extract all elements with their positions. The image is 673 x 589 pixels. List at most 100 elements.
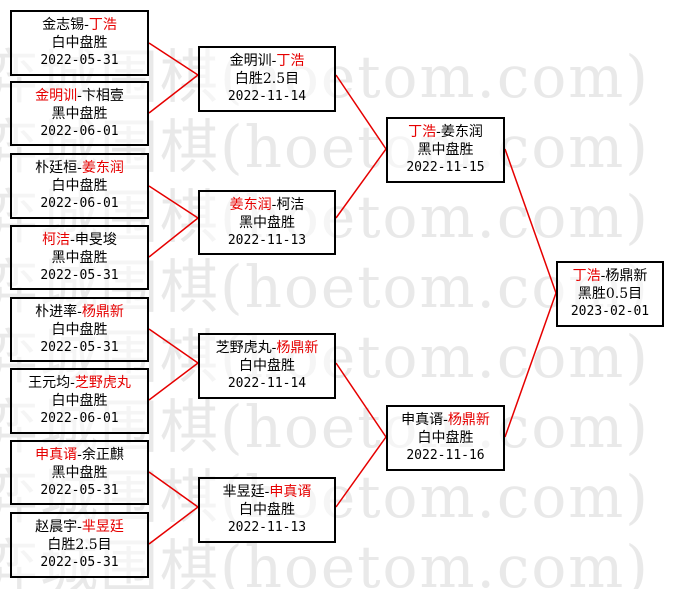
match-date: 2022-06-01 <box>40 411 119 426</box>
player-one: 金明训 <box>35 87 78 104</box>
player-one: 朴廷桓 <box>35 160 78 176</box>
match-box: 柯洁-申旻埈 黑中盘胜 2022-05-31 <box>10 225 149 290</box>
player-one: 朴进率 <box>35 303 78 320</box>
match-box: 朴进率-杨鼎新 白中盘胜 2022-05-31 <box>10 297 149 362</box>
player-two: 芝野虎丸 <box>74 375 131 391</box>
player-one: 姜东润 <box>229 196 272 213</box>
match-players: 金志锡-丁浩 <box>42 17 117 33</box>
match-players: 赵晨宇-芈昱廷 <box>35 519 124 535</box>
match-result: 白中盘胜 <box>239 358 295 374</box>
match-players: 朴廷桓-姜东润 <box>35 160 124 176</box>
player-one: 金明训 <box>229 53 272 69</box>
match-result: 黑中盘胜 <box>417 142 474 158</box>
match-date: 2022-05-31 <box>40 482 119 498</box>
connector-line <box>148 74 199 114</box>
match-players: 王元均-芝野虎丸 <box>28 375 131 391</box>
match-date: 2022-05-31 <box>40 339 119 355</box>
match-date: 2022-05-31 <box>40 53 119 68</box>
match-date: 2022-11-13 <box>227 520 307 535</box>
match-players: 申真谞-杨鼎新 <box>401 412 490 428</box>
match-players: 姜东润-柯洁 <box>229 196 305 213</box>
player-one: 金志锡 <box>42 17 85 33</box>
player-two: 余正麒 <box>81 446 124 463</box>
connector-line <box>148 506 199 545</box>
player-two: 丁浩 <box>88 17 117 33</box>
connector-line <box>504 292 557 438</box>
player-two: 杨鼎新 <box>81 303 124 320</box>
player-two: 申真谞 <box>269 484 312 500</box>
match-players: 金明训-丁浩 <box>229 53 305 69</box>
player-one: 芈昱廷 <box>222 484 265 500</box>
match-date: 2022-11-14 <box>227 376 307 391</box>
match-players: 丁浩-姜东润 <box>408 124 483 140</box>
match-date: 2022-05-31 <box>40 267 119 283</box>
match-box: 王元均-芝野虎丸 白中盘胜 2022-06-01 <box>10 368 149 434</box>
connector-line <box>148 42 199 76</box>
connector-line <box>504 148 557 294</box>
match-result: 白中盘胜 <box>417 430 474 446</box>
match-result: 黑中盘胜 <box>239 214 295 231</box>
player-one: 柯洁 <box>42 231 71 248</box>
connector-line <box>335 436 387 508</box>
match-result: 黑中盘胜 <box>51 464 108 481</box>
match-date: 2022-11-14 <box>227 89 307 104</box>
match-result: 白中盘胜 <box>51 178 108 194</box>
player-two: 柯洁 <box>276 196 305 213</box>
match-date: 2022-11-13 <box>227 232 307 248</box>
connector-line <box>335 362 387 438</box>
match-result: 白中盘胜 <box>239 502 295 518</box>
match-box: 赵晨宇-芈昱廷 白胜2.5目 2022-05-31 <box>10 512 149 578</box>
match-box: 申真谞-余正麒 黑中盘胜 2022-05-31 <box>10 440 149 505</box>
match-box: 金明训-卞相壹 黑中盘胜 2022-06-01 <box>10 81 149 146</box>
match-players: 朴进率-杨鼎新 <box>35 303 124 320</box>
connector-line <box>335 74 387 150</box>
match-date: 2023-02-01 <box>570 304 650 319</box>
player-one: 芝野虎丸 <box>215 340 272 356</box>
match-box: 金志锡-丁浩 白中盘胜 2022-05-31 <box>10 10 149 76</box>
match-players: 柯洁-申旻埈 <box>42 231 117 248</box>
match-result: 黑中盘胜 <box>51 105 108 122</box>
match-result: 白胜2.5目 <box>47 537 112 553</box>
match-result: 黑胜0.5目 <box>577 286 643 302</box>
player-two: 申旻埈 <box>74 231 117 248</box>
match-box: 金明训-丁浩 白胜2.5目 2022-11-14 <box>198 46 336 112</box>
player-two: 丁浩 <box>276 53 305 69</box>
match-box: 姜东润-柯洁 黑中盘胜 2022-11-13 <box>198 190 336 255</box>
player-two: 杨鼎新 <box>276 340 319 356</box>
player-two: 芈昱廷 <box>81 519 124 535</box>
player-one: 王元均 <box>28 375 71 391</box>
match-result: 黑中盘胜 <box>51 249 108 266</box>
match-date: 2022-11-15 <box>406 160 485 175</box>
match-result: 白中盘胜 <box>51 35 108 51</box>
match-players: 丁浩-杨鼎新 <box>572 268 648 284</box>
player-one: 丁浩 <box>572 268 601 284</box>
player-two: 姜东润 <box>440 124 483 140</box>
match-box: 申真谞-杨鼎新 白中盘胜 2022-11-16 <box>386 405 505 471</box>
player-one: 申真谞 <box>401 412 444 428</box>
match-result: 白中盘胜 <box>51 321 108 338</box>
match-players: 芈昱廷-申真谞 <box>222 484 312 500</box>
connector-line <box>148 217 199 258</box>
connector-line <box>148 471 199 508</box>
match-players: 芝野虎丸-杨鼎新 <box>215 340 319 356</box>
final-match-box: 丁浩-杨鼎新 黑胜0.5目 2023-02-01 <box>556 261 664 327</box>
player-two: 杨鼎新 <box>447 412 490 428</box>
match-box: 丁浩-姜东润 黑中盘胜 2022-11-15 <box>386 117 505 183</box>
player-one: 丁浩 <box>408 124 437 140</box>
match-date: 2022-06-01 <box>40 196 119 211</box>
match-players: 金明训-卞相壹 <box>35 87 124 104</box>
match-box: 朴廷桓-姜东润 白中盘胜 2022-06-01 <box>10 153 149 219</box>
match-result: 白胜2.5目 <box>234 71 300 87</box>
player-two: 卞相壹 <box>81 87 124 104</box>
player-two: 姜东润 <box>81 160 124 176</box>
match-box: 芝野虎丸-杨鼎新 白中盘胜 2022-11-14 <box>198 333 336 399</box>
player-one: 赵晨宇 <box>35 519 78 535</box>
match-date: 2022-05-31 <box>40 555 119 570</box>
match-date: 2022-11-16 <box>406 448 485 463</box>
player-one: 申真谞 <box>35 446 78 463</box>
match-box: 芈昱廷-申真谞 白中盘胜 2022-11-13 <box>198 477 336 543</box>
match-date: 2022-06-01 <box>40 123 119 139</box>
connector-line <box>335 148 387 219</box>
connector-line <box>148 362 199 401</box>
